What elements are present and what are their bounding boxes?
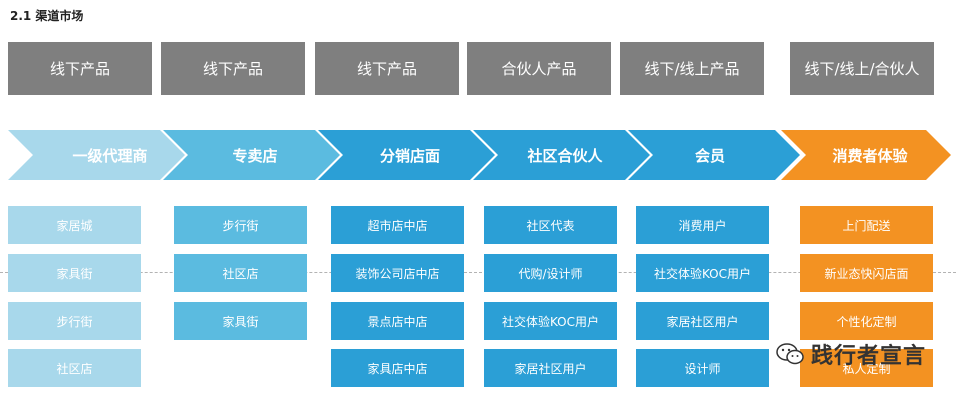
chevron-stage-4: [628, 130, 800, 180]
stage-label-5: 消费者体验: [832, 146, 908, 165]
top-label-4: 线下/线上产品: [620, 42, 764, 95]
top-label-1: 线下产品: [161, 42, 305, 95]
list-item: 家居社区用户: [636, 302, 769, 340]
list-item: 社区代表: [484, 206, 617, 244]
list-item: 设计师: [636, 349, 769, 387]
list-item: 景点店中店: [331, 302, 464, 340]
top-label-2: 线下产品: [315, 42, 459, 95]
list-item: 步行街: [8, 302, 141, 340]
chevron-stage-0: [8, 130, 185, 180]
list-item: 家具街: [8, 254, 141, 292]
list-item: 代购/设计师: [484, 254, 617, 292]
list-item: 私人定制: [800, 349, 933, 387]
wechat-icon: [776, 343, 804, 365]
list-item: 社交体验KOC用户: [484, 302, 617, 340]
list-item: 社区店: [174, 254, 307, 292]
divider-line: [0, 272, 956, 273]
chevron-stage-5: [781, 130, 951, 180]
list-item: 装饰公司店中店: [331, 254, 464, 292]
list-item: 家具店中店: [331, 349, 464, 387]
top-label-0: 线下产品: [8, 42, 152, 95]
list-item: 步行街: [174, 206, 307, 244]
list-item: 超市店中店: [331, 206, 464, 244]
list-item: 家居城: [8, 206, 141, 244]
stage-label-4: 会员: [694, 146, 725, 165]
stage-label-2: 分销店面: [379, 146, 440, 165]
list-item: 个性化定制: [800, 302, 933, 340]
chevron-stage-3: [473, 130, 650, 180]
list-item: 社交体验KOC用户: [636, 254, 769, 292]
list-item: 消费用户: [636, 206, 769, 244]
chevron-stage-1: [163, 130, 340, 180]
list-item: 新业态快闪店面: [800, 254, 933, 292]
process-chevron-bar: [8, 130, 951, 180]
chevron-stage-2: [318, 130, 495, 180]
stage-label-3: 社区合伙人: [527, 146, 603, 165]
list-item: 社区店: [8, 349, 141, 387]
watermark-text: 践行者宣言: [811, 344, 927, 369]
stage-label-0: 一级代理商: [72, 146, 148, 165]
watermark: 践行者宣言: [775, 338, 926, 370]
list-item: 上门配送: [800, 206, 933, 244]
top-label-3: 合伙人产品: [467, 42, 611, 95]
stage-label-1: 专卖店: [232, 146, 278, 165]
list-item: 家居社区用户: [484, 349, 617, 387]
top-label-5: 线下/线上/合伙人: [790, 42, 934, 95]
section-title: 2.1 渠道市场: [10, 9, 84, 23]
list-item: 家具街: [174, 302, 307, 340]
